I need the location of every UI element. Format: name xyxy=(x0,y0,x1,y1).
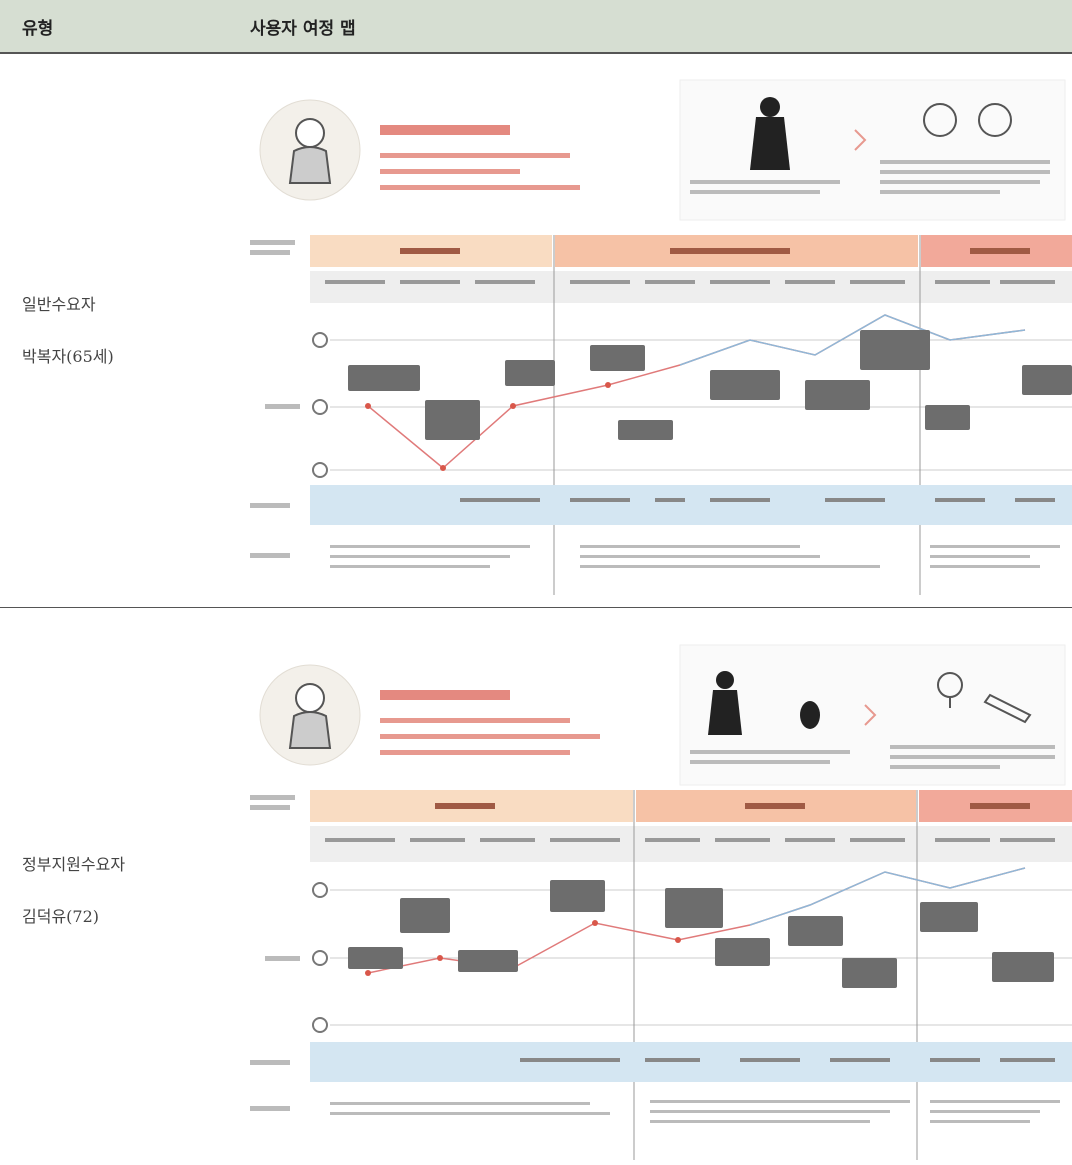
row1-persona: 박복자(65세) xyxy=(22,347,114,366)
lightbulb-icon xyxy=(937,672,963,708)
grandma-avatar-icon xyxy=(259,99,361,201)
family-icon xyxy=(923,103,1012,137)
tools-icon xyxy=(983,693,1032,724)
journey-map-column-header: 사용자 여정 맵 xyxy=(250,19,356,39)
grandma-avatar-icon xyxy=(259,664,361,766)
journey-map-2 xyxy=(250,640,1072,1160)
elderly-cane-icon xyxy=(750,97,790,170)
type-column-header: 유형 xyxy=(22,19,54,39)
row-divider xyxy=(0,607,1072,608)
row2-persona: 김덕유(72) xyxy=(22,907,100,926)
table-header: 유형 사용자 여정 맵 xyxy=(0,0,1072,54)
row2-category: 정부지원수요자 xyxy=(22,855,126,874)
journey-map-1 xyxy=(250,75,1072,595)
elderly-cane-icon xyxy=(708,671,820,735)
row1-category: 일반수요자 xyxy=(22,295,96,314)
